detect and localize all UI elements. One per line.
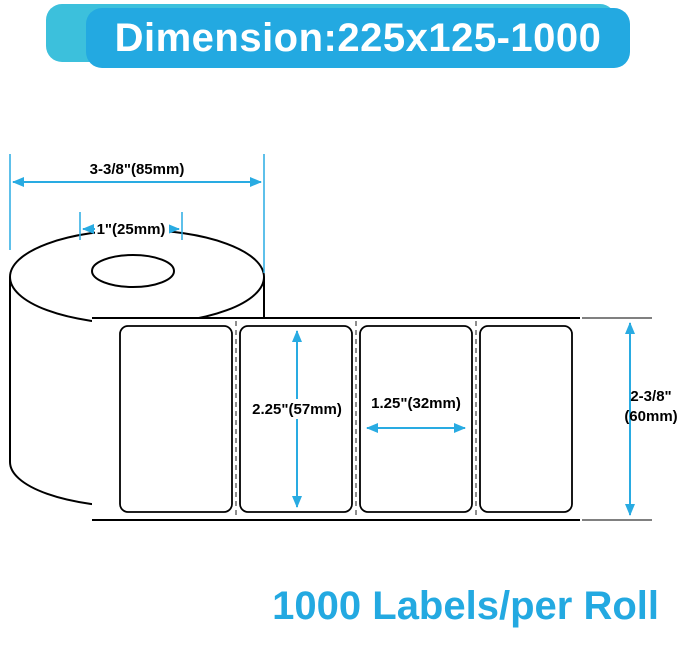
strip-width-backing (632, 386, 678, 426)
dimension-banner: Dimension:225x125-1000 (86, 8, 630, 68)
label-height-dimension: 2.25"(57mm) (247, 330, 347, 508)
label-width-label: 1.25"(32mm) (371, 395, 461, 412)
label-3 (359, 325, 473, 513)
label-4 (479, 325, 573, 513)
label-width-dimension: 1.25"(32mm) (366, 395, 466, 433)
core-hole (91, 254, 175, 288)
label-1 (119, 325, 233, 513)
strip-width-label-line2: (60mm) (624, 408, 677, 425)
roll-diameter-label: 3-3/8"(85mm) (90, 161, 185, 178)
roll-top-face (9, 229, 265, 325)
banner-title: Dimension:225x125-1000 (114, 15, 602, 60)
core-diameter-label: 1"(25mm) (97, 221, 166, 238)
strip-width-dimension: 2-3/8" (60mm) (582, 317, 678, 521)
core-diameter-dimension: 1"(25mm) (79, 212, 183, 240)
roll-diameter-dimension: 3-3/8"(85mm) (9, 154, 265, 273)
core-label-backing (95, 219, 169, 238)
strip-width-label-line1: 2-3/8" (630, 388, 671, 405)
label-height-backing (247, 399, 347, 419)
labels-per-roll-text: 1000 Labels/per Roll (272, 584, 659, 628)
label-height-label: 2.25"(57mm) (252, 401, 342, 418)
